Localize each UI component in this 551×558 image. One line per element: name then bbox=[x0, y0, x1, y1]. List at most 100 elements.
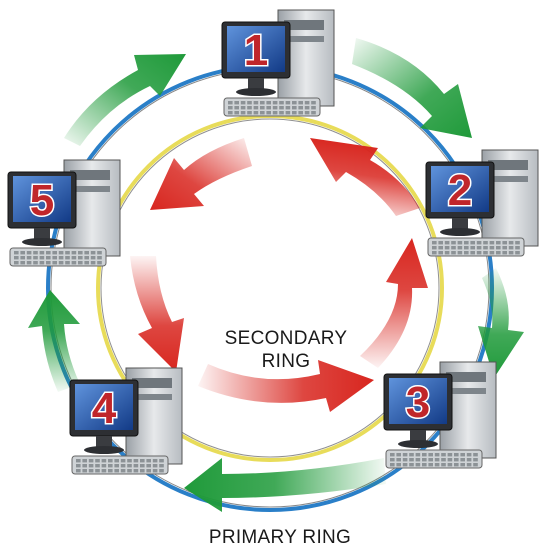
keyboard-key bbox=[402, 458, 408, 462]
keyboard-key bbox=[90, 251, 96, 255]
keyboard-key bbox=[127, 464, 132, 468]
keyboard-key bbox=[240, 111, 246, 115]
keyboard-key bbox=[422, 453, 427, 457]
keyboard-key bbox=[489, 251, 495, 255]
keyboard-key bbox=[247, 106, 252, 110]
keyboard-key bbox=[260, 101, 265, 105]
secondary-arrow-1-to-5 bbox=[150, 138, 252, 210]
monitor-screen bbox=[75, 384, 133, 430]
keyboard-key bbox=[26, 256, 32, 260]
keyboard-key bbox=[26, 261, 32, 265]
keyboard-key bbox=[58, 256, 64, 260]
keyboard-key bbox=[470, 241, 475, 245]
drive-bay bbox=[488, 160, 528, 170]
computer-node-5: 5 bbox=[7, 159, 121, 267]
keyboard-key bbox=[234, 111, 239, 115]
monitor-neck bbox=[96, 436, 112, 448]
keyboard-key bbox=[20, 256, 25, 260]
primary-ring-label: PRIMARY RING bbox=[208, 527, 352, 548]
keyboard-key bbox=[483, 241, 488, 245]
keyboard-key bbox=[52, 261, 57, 265]
secondary-arrow-4-to-3 bbox=[198, 360, 374, 412]
keyboard-key bbox=[14, 261, 19, 265]
keyboard-key bbox=[120, 459, 126, 463]
keyboard-key bbox=[26, 251, 32, 255]
keyboard-key bbox=[108, 469, 113, 473]
keyboard-key bbox=[234, 106, 239, 110]
keyboard-key bbox=[457, 251, 463, 255]
keyboard-key bbox=[78, 256, 83, 260]
keyboard-key bbox=[457, 241, 463, 245]
secondary-arrow-2-to-1 bbox=[310, 138, 420, 216]
keyboard-key bbox=[90, 256, 96, 260]
keyboard-key bbox=[58, 261, 64, 265]
secondary-ring-label-line1: SECONDARY bbox=[224, 328, 348, 349]
drive-bay bbox=[446, 372, 486, 382]
keyboard-key bbox=[298, 106, 303, 110]
keyboard-key bbox=[415, 453, 421, 457]
keyboard-key bbox=[304, 111, 310, 115]
keyboard-key bbox=[466, 463, 472, 467]
keyboard-key bbox=[457, 246, 463, 250]
keyboard-key bbox=[422, 458, 427, 462]
keyboard-key bbox=[279, 101, 284, 105]
keyboard-key bbox=[39, 261, 45, 265]
keyboard-key bbox=[82, 469, 87, 473]
node-number: 3 bbox=[406, 378, 430, 427]
keyboard-key bbox=[428, 458, 433, 462]
keyboard-key bbox=[101, 469, 107, 473]
keyboard-key bbox=[390, 453, 395, 457]
keyboard-key bbox=[483, 246, 488, 250]
keyboard-key bbox=[76, 469, 81, 473]
keyboard-key bbox=[432, 251, 437, 255]
keyboard-key bbox=[434, 458, 440, 462]
keyboard-key bbox=[415, 463, 421, 467]
keyboard-key bbox=[88, 464, 94, 468]
keyboard-key bbox=[39, 256, 45, 260]
keyboard-key bbox=[71, 261, 77, 265]
keyboard-key bbox=[33, 261, 38, 265]
keyboard-key bbox=[108, 459, 113, 463]
primary-arrows bbox=[28, 38, 524, 512]
keyboard-key bbox=[432, 241, 437, 245]
computer-node-2: 2 bbox=[425, 149, 539, 257]
keyboard-key bbox=[76, 459, 81, 463]
keyboard-key bbox=[483, 251, 488, 255]
keyboard-key bbox=[466, 458, 472, 462]
monitor-base bbox=[22, 238, 62, 246]
keyboard-key bbox=[120, 464, 126, 468]
drive-slot bbox=[132, 394, 172, 400]
drive-slot bbox=[70, 186, 110, 192]
keyboard-key bbox=[108, 464, 113, 468]
keyboard-key bbox=[228, 101, 233, 105]
keyboard-key bbox=[266, 106, 271, 110]
keyboard-key bbox=[311, 106, 316, 110]
drive-slot bbox=[446, 388, 486, 394]
keyboard-key bbox=[133, 459, 139, 463]
secondary-ring-label: SECONDARY RING bbox=[196, 327, 376, 373]
keyboard-key bbox=[476, 241, 482, 245]
secondary-ring-line-inner bbox=[100, 118, 440, 458]
keyboard-key bbox=[33, 251, 38, 255]
keyboard-key bbox=[292, 106, 297, 110]
keyboard-key bbox=[272, 106, 278, 110]
keyboard-key bbox=[84, 251, 89, 255]
primary-arrow-5-to-1 bbox=[64, 54, 186, 146]
keyboard-key bbox=[120, 469, 126, 473]
monitor-neck bbox=[410, 430, 426, 442]
keyboard-key bbox=[133, 464, 139, 468]
drive-slot bbox=[488, 176, 528, 182]
keyboard-key bbox=[88, 469, 94, 473]
keyboard-key bbox=[95, 459, 100, 463]
keyboard-key bbox=[140, 464, 145, 468]
primary-arrow-1-to-2 bbox=[352, 38, 472, 138]
keyboard-key bbox=[396, 453, 401, 457]
keyboard-key bbox=[508, 246, 514, 250]
drive-bay bbox=[284, 20, 324, 30]
keyboard-key bbox=[253, 111, 259, 115]
monitor-base bbox=[236, 88, 276, 96]
keyboard-key bbox=[311, 111, 316, 115]
keyboard-key bbox=[438, 251, 443, 255]
keyboard-key bbox=[285, 111, 291, 115]
